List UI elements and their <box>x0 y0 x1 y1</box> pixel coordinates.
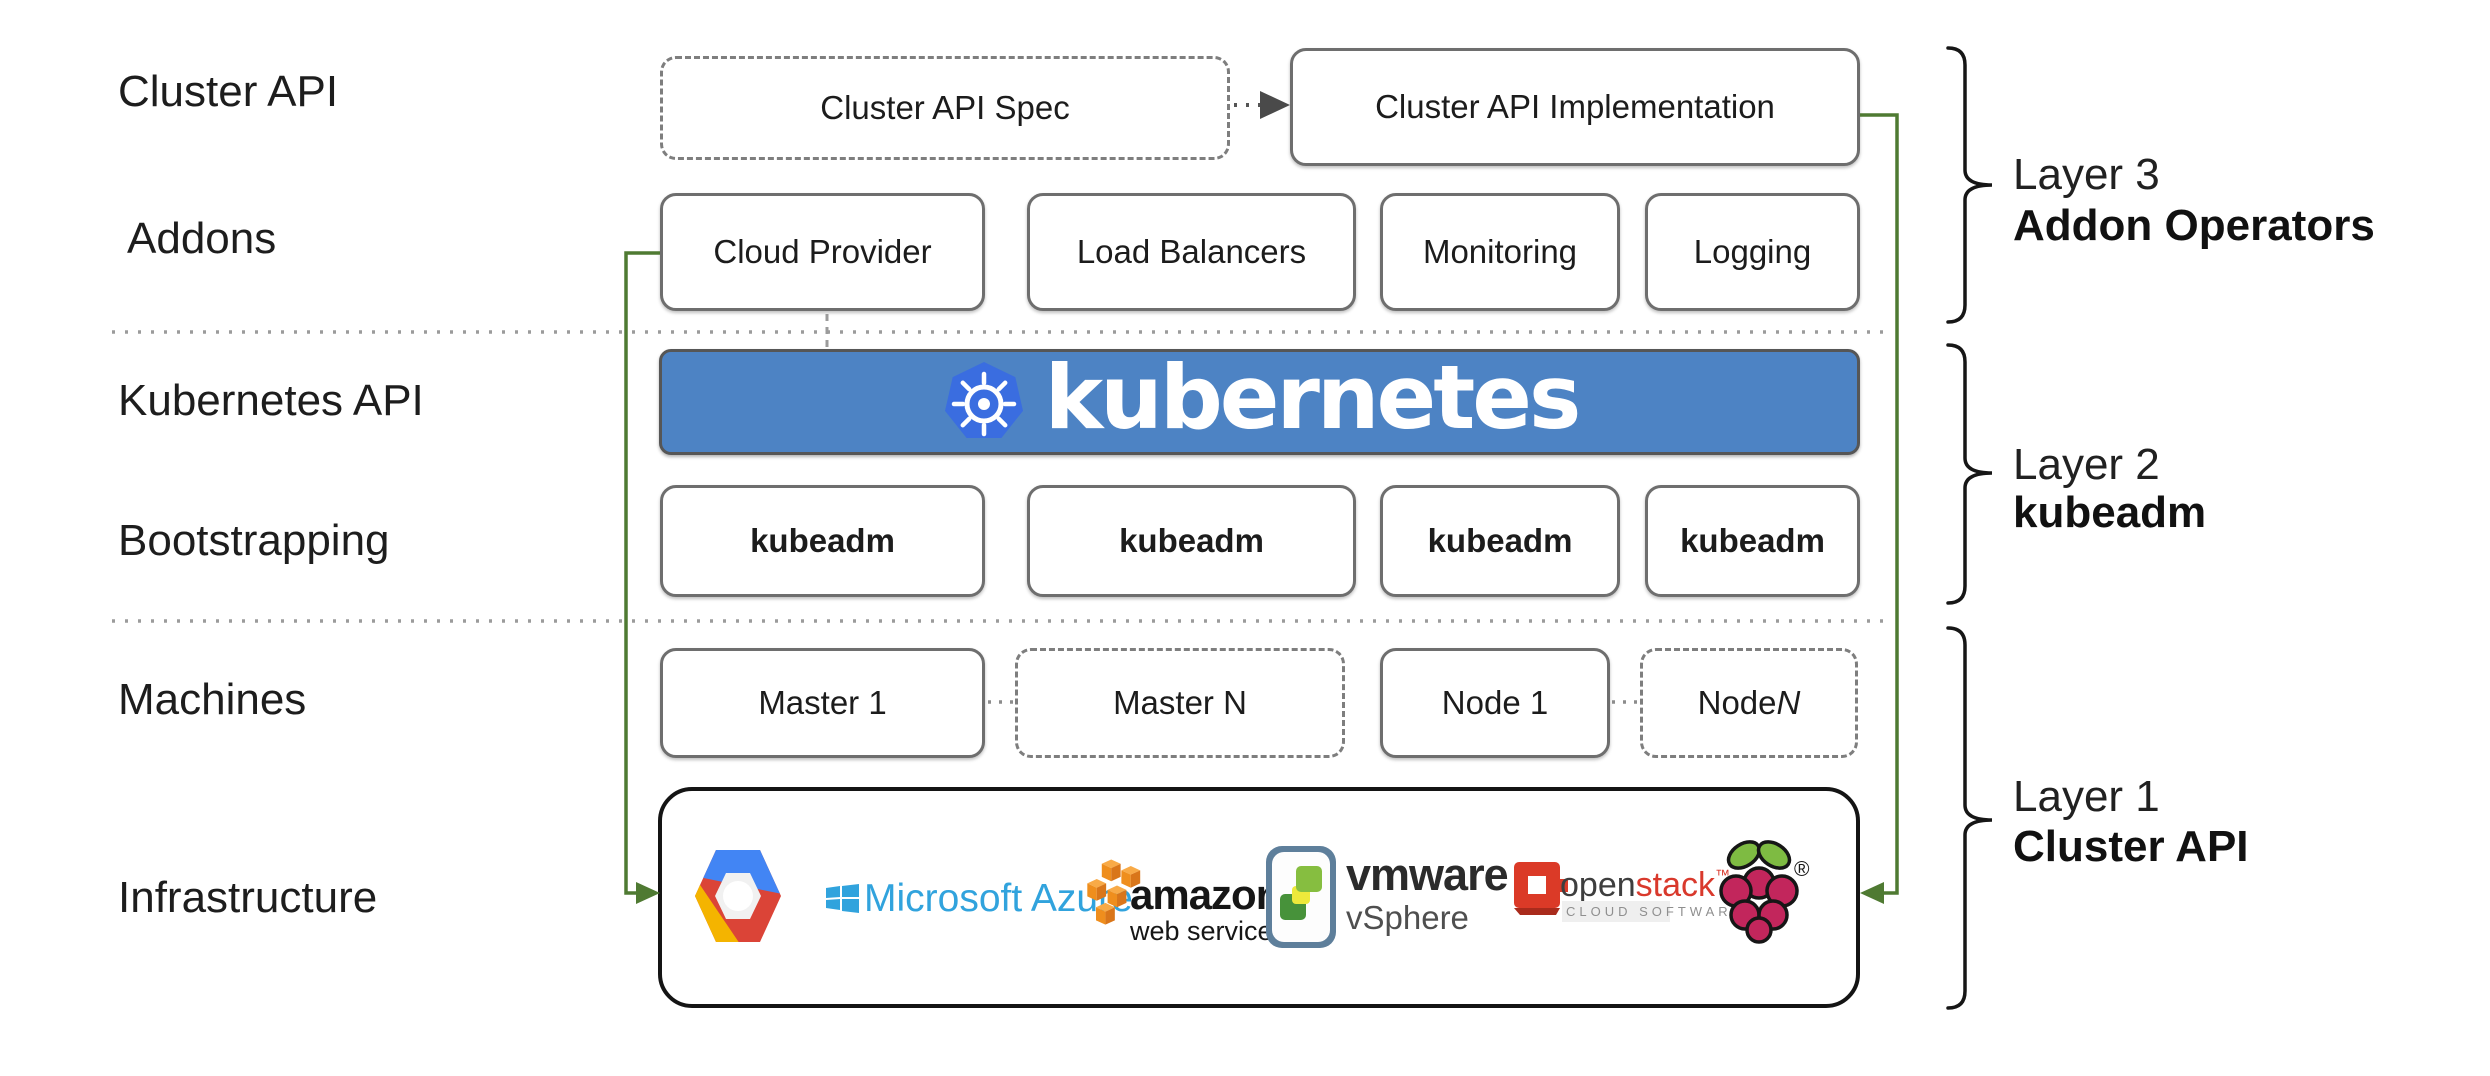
row-label-cluster-api: Cluster API <box>118 67 339 116</box>
layer-1-subtitle: Cluster API <box>2013 822 2249 871</box>
machine-label: Node <box>1697 684 1777 721</box>
machine-label: Node 1 <box>1441 684 1549 721</box>
addon-label: Load Balancers <box>1076 233 1307 270</box>
layer-2-title: Layer 2 <box>2013 440 2160 489</box>
row-label-bootstrapping: Bootstrapping <box>118 516 390 565</box>
green-connector-right <box>1860 113 1899 895</box>
machine-box-master-n: Master N <box>1015 648 1345 758</box>
machine-label: Master N <box>1113 684 1247 721</box>
kubernetes-logo-icon <box>944 362 1023 438</box>
layer-2-bracket <box>1946 343 1993 605</box>
machine-box-master-1: Master 1 <box>660 648 985 758</box>
raspberry-pi-registered-mark: ® <box>1794 858 1810 881</box>
cluster-api-implementation-box: Cluster API Implementation <box>1290 48 1860 166</box>
kubeadm-box-2: kubeadm <box>1027 485 1356 597</box>
row-label-addons: Addons <box>127 214 277 263</box>
kubeadm-box-3: kubeadm <box>1380 485 1620 597</box>
green-connector-left <box>624 251 660 895</box>
openstack-wordmark: openstack™ <box>1560 866 1730 904</box>
kubeadm-label: kubeadm <box>1680 522 1825 559</box>
layer-1-bracket <box>1946 626 1993 1010</box>
kubeadm-box-4: kubeadm <box>1645 485 1860 597</box>
google-cloud-logo <box>695 850 781 942</box>
kubeadm-label: kubeadm <box>1427 522 1573 559</box>
green-arrowhead-left <box>636 882 660 904</box>
row-label-kubernetes-api: Kubernetes API <box>118 376 424 425</box>
addon-box-load-balancers: Load Balancers <box>1027 193 1356 311</box>
kubeadm-box-1: kubeadm <box>660 485 985 597</box>
vmware-vsphere-logo-icon <box>1266 846 1336 948</box>
microsoft-azure-logo-icon <box>826 884 859 913</box>
machine-box-node-n: Node N <box>1640 648 1858 758</box>
layer-3-subtitle: Addon Operators <box>2013 201 2375 250</box>
openstack-cloud-software-label: CLOUD SOFTWARE <box>1562 901 1740 922</box>
addon-label: Cloud Provider <box>713 233 932 270</box>
cluster-api-implementation-label: Cluster API Implementation <box>1375 88 1775 125</box>
layer-3-title: Layer 3 <box>2013 150 2160 199</box>
infrastructure-box <box>658 787 1860 1008</box>
raspberry-pi-logo <box>1719 840 1799 944</box>
addon-box-monitoring: Monitoring <box>1380 193 1620 311</box>
cluster-api-spec-box: Cluster API Spec <box>660 56 1230 160</box>
addon-box-logging: Logging <box>1645 193 1860 311</box>
layer-3-bracket <box>1946 46 1993 324</box>
layer-1-title: Layer 1 <box>2013 772 2160 821</box>
machine-box-node-1: Node 1 <box>1380 648 1610 758</box>
row-label-infrastructure: Infrastructure <box>118 873 378 922</box>
kubernetes-banner: kubernetes <box>659 349 1860 455</box>
spec-to-implementation-arrowhead <box>1260 91 1290 119</box>
kubeadm-label: kubeadm <box>750 522 895 559</box>
cluster-api-spec-label: Cluster API Spec <box>820 89 1070 126</box>
aws-wordmark: amazon web services <box>1130 871 1287 946</box>
green-arrowhead-right <box>1860 882 1884 904</box>
addon-box-cloud-provider: Cloud Provider <box>660 193 985 311</box>
vmware-wordmark: vmware vSphere <box>1346 849 1509 936</box>
machine-label: Master 1 <box>758 684 887 721</box>
addon-label: Monitoring <box>1422 233 1578 270</box>
aws-cubes-logo-icon <box>1087 859 1141 925</box>
openstack-logo-icon <box>1514 862 1568 915</box>
machine-label-italic: N <box>1776 684 1801 721</box>
addon-label: Logging <box>1693 233 1812 270</box>
row-label-machines: Machines <box>118 675 307 724</box>
layer-2-subtitle: kubeadm <box>2013 488 2207 537</box>
kubeadm-label: kubeadm <box>1119 522 1264 559</box>
kubernetes-wordmark: kubernetes <box>1044 346 1582 449</box>
